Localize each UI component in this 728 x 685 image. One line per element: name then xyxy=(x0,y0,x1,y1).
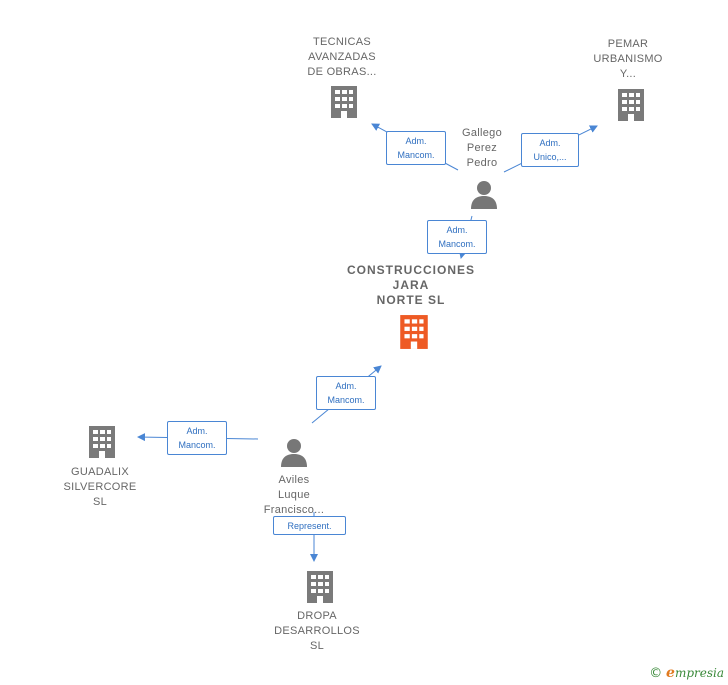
node-label-construcciones[interactable]: CONSTRUCCIONES JARA NORTE SL xyxy=(346,263,475,307)
copyright-symbol: © xyxy=(649,666,663,681)
person-icon-aviles[interactable] xyxy=(279,437,309,467)
node-label-guadalix[interactable]: GUADALIX SILVERCORE SL xyxy=(63,466,137,508)
brand-name: mpresia xyxy=(674,666,724,680)
edge-label-aviles-guadalix[interactable]: Adm. Mancom. xyxy=(167,421,227,455)
edge-lines xyxy=(137,123,598,562)
edge-label-gallego-pemar[interactable]: Adm. Unico,... xyxy=(521,133,579,167)
building-icon-guadalix[interactable] xyxy=(86,425,118,459)
node-label-dropa[interactable]: DROPA DESARROLLOS SL xyxy=(274,610,360,652)
empresia-logo: © empresia xyxy=(649,665,724,681)
node-label-gallego[interactable]: Gallego Perez Pedro xyxy=(461,127,502,169)
building-icon-construcciones[interactable] xyxy=(397,314,431,350)
edge-label-aviles-dropa[interactable]: Represent. xyxy=(273,516,346,535)
building-icon-tecnicas[interactable] xyxy=(328,85,360,119)
node-label-aviles[interactable]: Aviles Luque Francisco... xyxy=(263,474,325,516)
node-label-tecnicas[interactable]: TECNICAS AVANZADAS DE OBRAS... xyxy=(307,36,377,78)
node-label-pemar[interactable]: PEMAR URBANISMO Y... xyxy=(593,38,663,80)
brand-initial: e xyxy=(666,665,675,681)
edge-label-aviles-construcciones[interactable]: Adm. Mancom. xyxy=(316,376,376,410)
edge-label-gallego-construcciones[interactable]: Adm. Mancom. xyxy=(427,220,487,254)
building-icon-dropa[interactable] xyxy=(304,570,336,604)
person-icon-gallego[interactable] xyxy=(469,179,499,209)
building-icon-pemar[interactable] xyxy=(615,88,647,122)
edge-label-gallego-tecnicas[interactable]: Adm. Mancom. xyxy=(386,131,446,165)
